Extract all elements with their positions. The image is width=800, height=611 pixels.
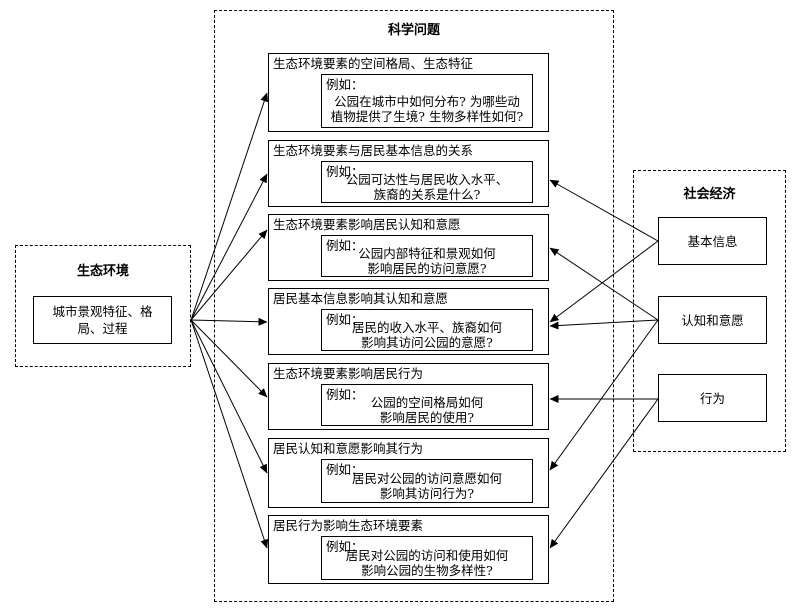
question-title: 生态环境要素与居民基本信息的关系 bbox=[273, 143, 474, 158]
question-box-5: 生态环境要素影响居民行为 例如： 公园的空间格局如何 影响居民的使用? bbox=[268, 363, 549, 430]
basic-info-box: 基本信息 bbox=[658, 217, 767, 265]
example-text: 居民对公园的访问意愿如何 影响其访问行为? bbox=[351, 471, 502, 501]
example-box: 例如： 居民对公园的访问和使用如何 影响公园的生物多样性? bbox=[321, 536, 533, 580]
example-text: 公园在城市中如何分布? 为哪些动 植物提供了生境? 生物多样性如何? bbox=[330, 94, 524, 124]
science-questions-title: 科学问题 bbox=[387, 23, 440, 38]
example-box: 例如： 公园的空间格局如何 影响居民的使用? bbox=[321, 384, 533, 426]
urban-landscape-label: 城市景观特征、格局、过程 bbox=[52, 304, 153, 336]
example-box: 例如： 公园在城市中如何分布? 为哪些动 植物提供了生境? 生物多样性如何? bbox=[321, 74, 533, 128]
example-label: 例如： bbox=[326, 164, 364, 179]
behavior-box: 行为 bbox=[658, 374, 767, 422]
socio-economic-group-title: 社会经济 bbox=[683, 187, 736, 202]
example-label: 例如： bbox=[326, 238, 364, 253]
example-label: 例如： bbox=[326, 77, 364, 92]
basic-info-label: 基本信息 bbox=[687, 233, 738, 249]
example-text: 居民的收入水平、族裔如何 影响其访问公园的意愿? bbox=[351, 320, 502, 350]
question-title: 生态环境要素影响居民认知和意愿 bbox=[273, 217, 461, 232]
example-text: 公园内部特征和景观如何 影响居民的访问意愿? bbox=[358, 246, 496, 276]
question-box-1: 生态环境要素的空间格局、生态特征 例如： 公园在城市中如何分布? 为哪些动 植物… bbox=[268, 53, 549, 132]
behavior-label: 行为 bbox=[699, 390, 725, 406]
ecology-group-title: 生态环境 bbox=[76, 264, 129, 279]
example-label: 例如： bbox=[326, 539, 364, 554]
example-box: 例如： 公园内部特征和景观如何 影响居民的访问意愿? bbox=[321, 235, 533, 277]
example-box: 例如： 居民的收入水平、族裔如何 影响其访问公园的意愿? bbox=[321, 309, 533, 351]
example-box: 例如： 公园可达性与居民收入水平、 族裔的关系是什么? bbox=[321, 161, 533, 203]
ecology-group: 生态环境 bbox=[15, 245, 191, 367]
example-box: 例如： 居民对公园的访问意愿如何 影响其访问行为? bbox=[321, 459, 533, 503]
question-title: 居民基本信息影响其认知和意愿 bbox=[273, 291, 449, 306]
question-title: 居民行为影响生态环境要素 bbox=[273, 518, 424, 533]
example-label: 例如： bbox=[326, 387, 364, 402]
cognition-willingness-box: 认知和意愿 bbox=[658, 296, 767, 344]
question-box-7: 居民行为影响生态环境要素 例如： 居民对公园的访问和使用如何 影响公园的生物多样… bbox=[268, 515, 549, 584]
urban-landscape-box: 城市景观特征、格局、过程 bbox=[33, 296, 172, 344]
example-text: 公园可达性与居民收入水平、 族裔的关系是什么? bbox=[345, 172, 509, 202]
question-box-3: 生态环境要素影响居民认知和意愿 例如： 公园内部特征和景观如何 影响居民的访问意… bbox=[268, 214, 549, 281]
question-box-2: 生态环境要素与居民基本信息的关系 例如： 公园可达性与居民收入水平、 族裔的关系… bbox=[268, 140, 549, 207]
example-label: 例如： bbox=[326, 462, 364, 477]
example-text: 公园的空间格局如何 影响居民的使用? bbox=[370, 395, 484, 425]
question-box-4: 居民基本信息影响其认知和意愿 例如： 居民的收入水平、族裔如何 影响其访问公园的… bbox=[268, 288, 549, 355]
question-title: 生态环境要素影响居民行为 bbox=[273, 366, 424, 381]
question-title: 居民认知和意愿影响其行为 bbox=[273, 441, 424, 456]
cognition-willingness-label: 认知和意愿 bbox=[681, 312, 744, 328]
question-title: 生态环境要素的空间格局、生态特征 bbox=[273, 56, 474, 71]
example-label: 例如： bbox=[326, 312, 364, 327]
question-box-6: 居民认知和意愿影响其行为 例如： 居民对公园的访问意愿如何 影响其访问行为? bbox=[268, 438, 549, 508]
example-text: 居民对公园的访问和使用如何 影响公园的生物多样性? bbox=[345, 548, 509, 578]
